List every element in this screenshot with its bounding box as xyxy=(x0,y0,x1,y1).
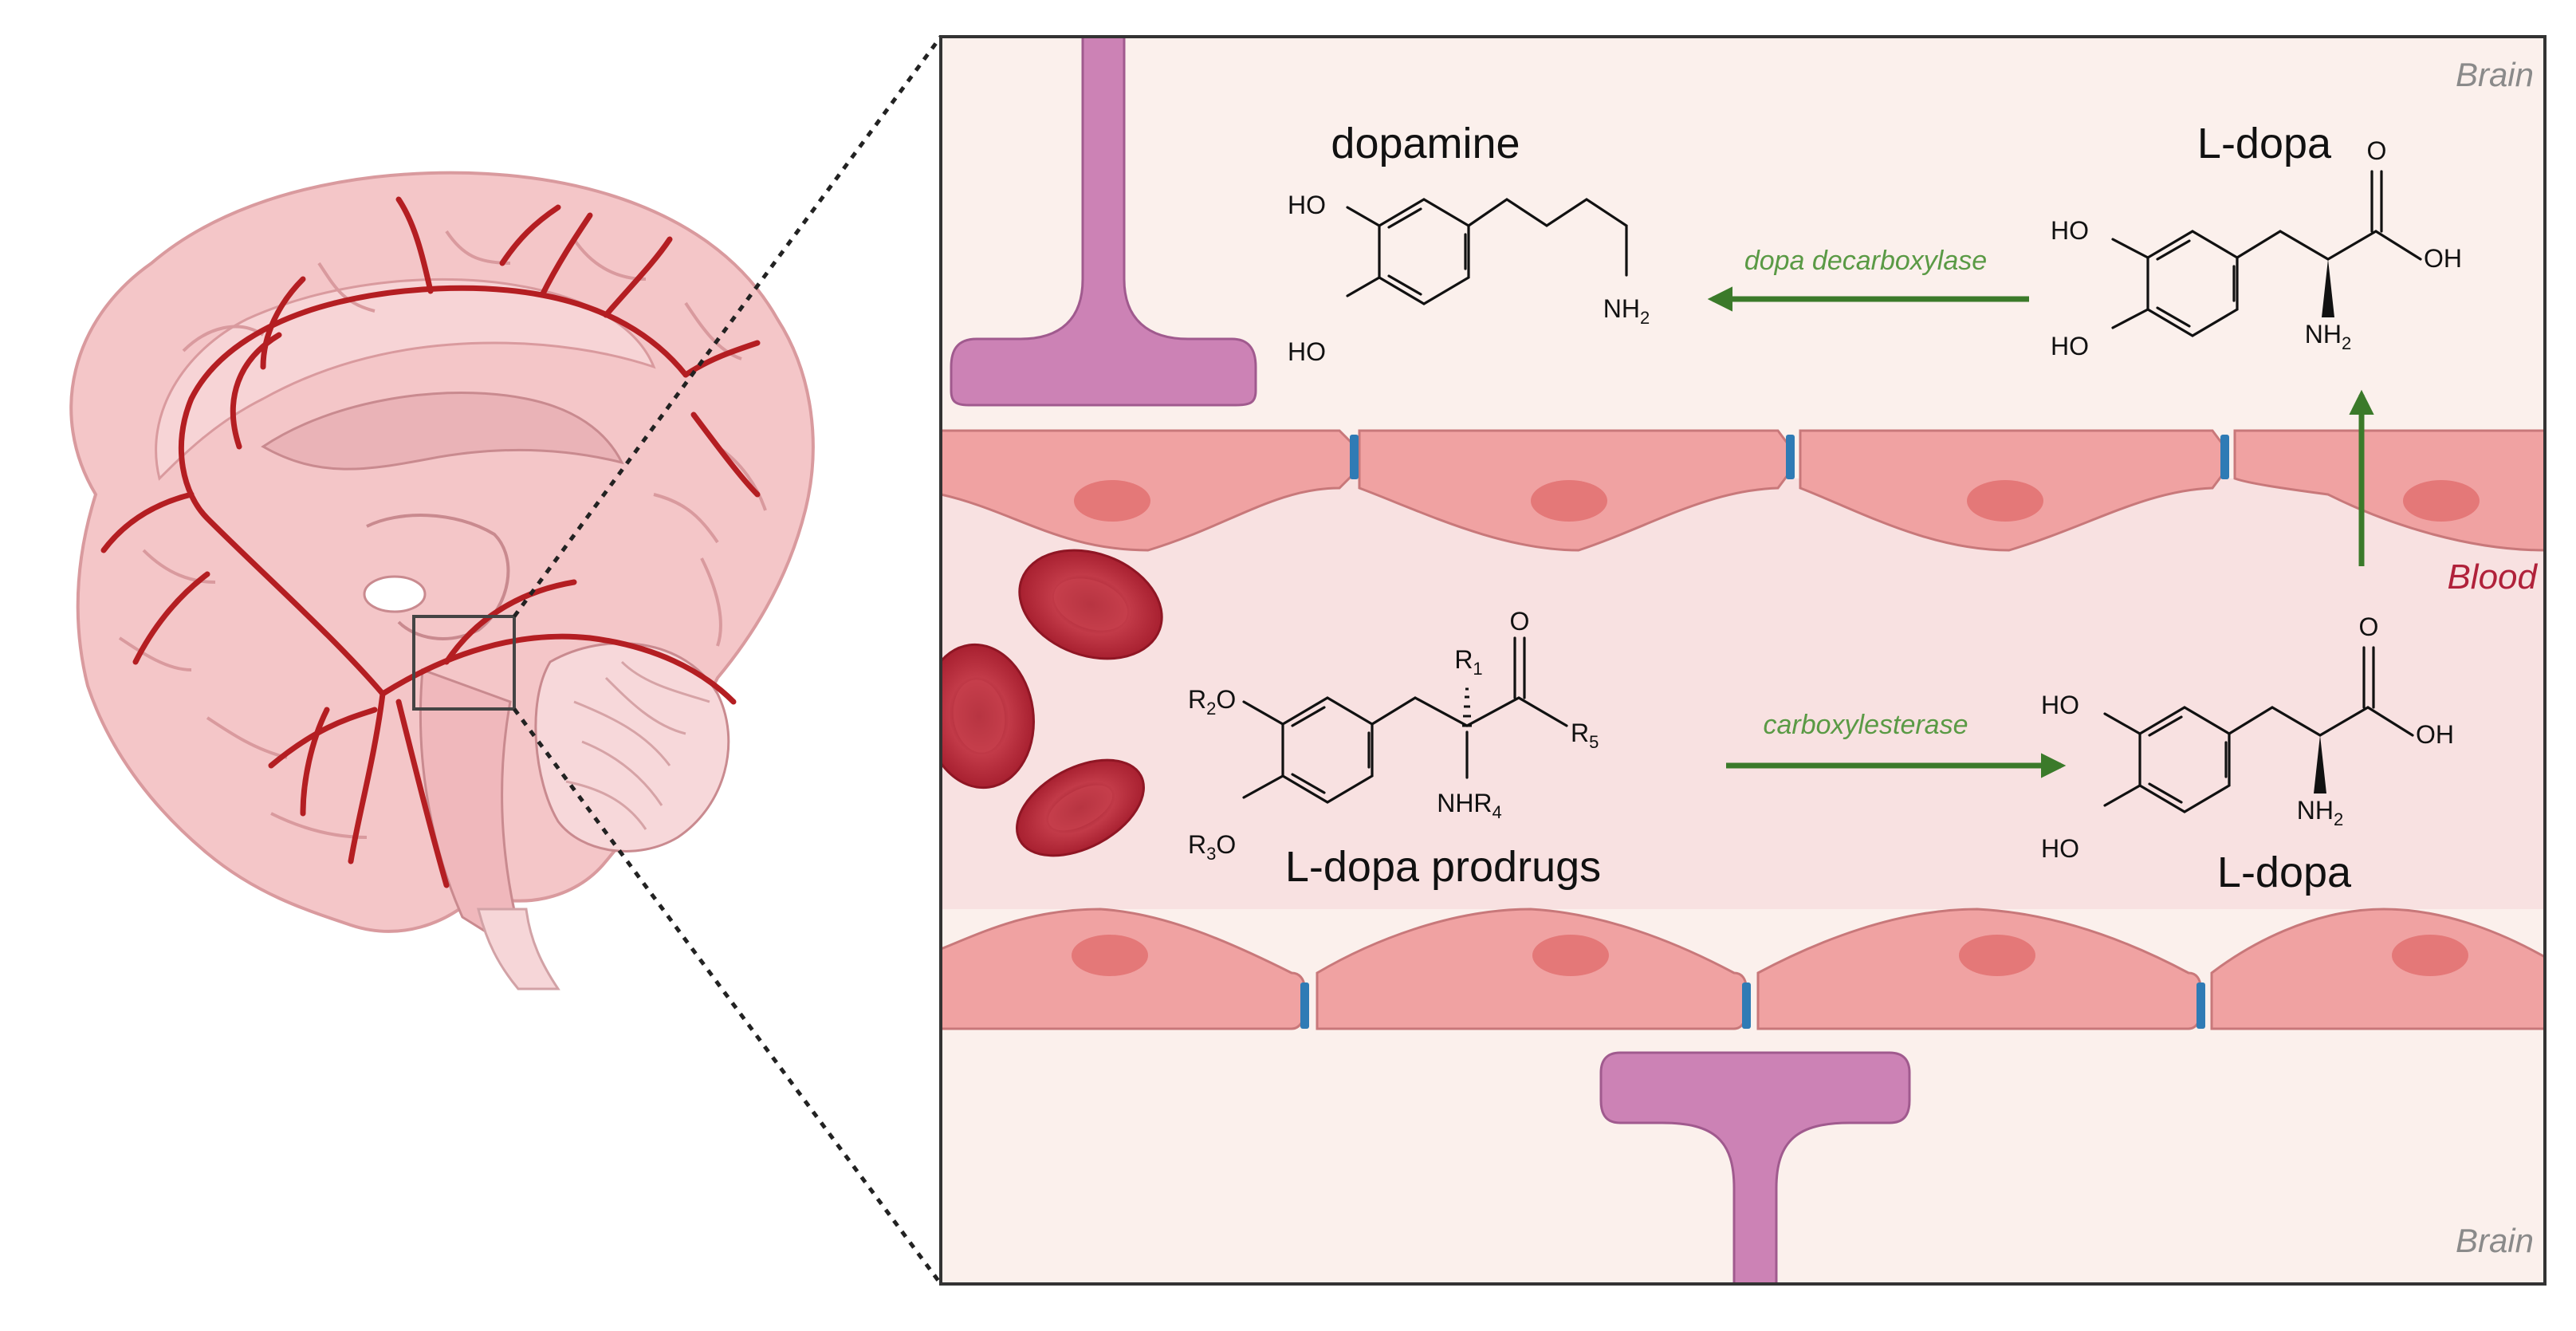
ldopa-top-label: L-dopa xyxy=(2197,120,2332,167)
zoom-panel xyxy=(939,35,2547,1286)
zoom-lines xyxy=(512,35,943,1286)
ldopa-bottom-structure: HO HO O OH NH2 L-dopa xyxy=(2041,612,2454,896)
dopamine-ho-2: HO xyxy=(1288,337,1326,366)
astrocyte-endfoot-icon xyxy=(950,37,1911,1284)
ldopa-top-structure: L-dopa HO HO O OH NH2 xyxy=(2051,120,2462,360)
ldopa-top-amine: NH2 xyxy=(2305,320,2351,353)
dopamine-label: dopamine xyxy=(1331,120,1520,167)
red-blood-cell-icon xyxy=(941,549,1163,857)
prodrug-r2o: R2O xyxy=(1188,685,1236,719)
dopamine-ho-1: HO xyxy=(1288,191,1326,219)
ldopa-bottom-ho-2: HO xyxy=(2041,834,2079,863)
prodrug-label: L-dopa prodrugs xyxy=(1285,843,1601,891)
brain-icon xyxy=(69,171,815,990)
dopamine-structure: dopamine HO HO NH2 xyxy=(1288,120,1650,366)
ldopa-top-ho-2: HO xyxy=(2051,332,2089,360)
region-label-brain-bottom: Brain xyxy=(2456,1222,2534,1259)
ldopa-top-o: O xyxy=(2367,136,2387,165)
tight-junction-icon xyxy=(1350,435,2229,479)
region-label-blood: Blood xyxy=(2447,557,2538,597)
prodrug-r5: R5 xyxy=(1571,719,1599,752)
ldopa-bottom-oh: OH xyxy=(2416,720,2454,749)
ldopa-bottom-ho-1: HO xyxy=(2041,691,2079,719)
dopamine-amine: NH2 xyxy=(1603,294,1650,328)
ldopa-bottom-o: O xyxy=(2359,612,2379,641)
prodrug-structure: R2O R3O R1 O R5 NHR4 L-dopa prodrugs xyxy=(1188,607,1601,891)
reaction-arrows xyxy=(1707,286,2374,778)
prodrug-r1: R1 xyxy=(1454,645,1482,679)
ldopa-top-oh: OH xyxy=(2424,244,2462,273)
prodrug-o: O xyxy=(1510,607,1530,636)
prodrug-nhr4: NHR4 xyxy=(1437,789,1502,822)
region-label-brain-top: Brain xyxy=(2456,56,2534,93)
ldopa-bottom-label: L-dopa xyxy=(2217,849,2352,896)
ldopa-bottom-amine: NH2 xyxy=(2297,796,2343,829)
enzyme-label-carboxylesterase: carboxylesterase xyxy=(1763,710,1968,740)
enzyme-label-decarboxylase: dopa decarboxylase xyxy=(1744,246,1987,276)
ldopa-top-ho-1: HO xyxy=(2051,216,2089,245)
prodrug-r3o: R3O xyxy=(1188,830,1236,864)
